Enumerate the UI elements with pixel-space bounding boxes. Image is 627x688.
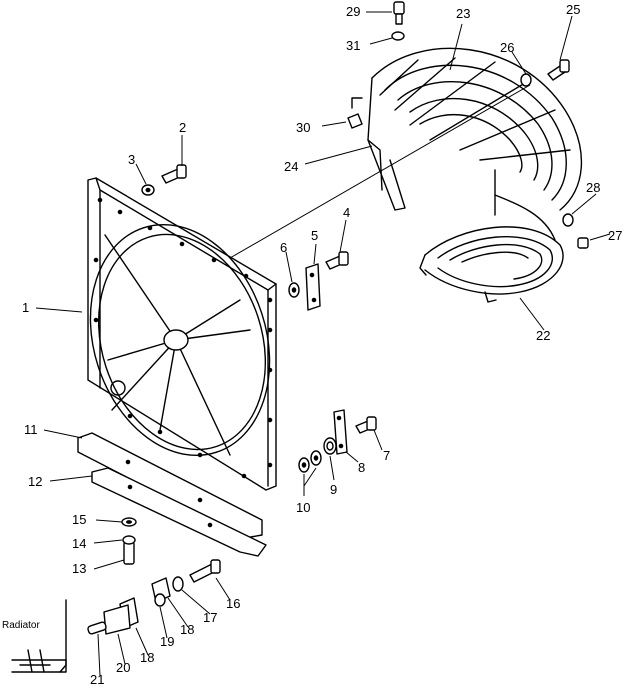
callout-23: 23: [456, 6, 470, 21]
assembly-line: [229, 84, 531, 259]
callout-21: 21: [90, 672, 104, 687]
lower-bracket-11: [77, 432, 263, 539]
callout-15: 15: [72, 512, 86, 527]
callout-18b: 18: [140, 650, 154, 665]
callout-25: 25: [566, 2, 580, 17]
callout-4: 4: [343, 205, 350, 220]
radiator-corner: [11, 599, 67, 673]
fan-guard-lower: [419, 169, 564, 303]
callout-27: 27: [608, 228, 622, 243]
callout-19: 19: [160, 634, 174, 649]
callout-3: 3: [128, 152, 135, 167]
callout-12: 12: [28, 474, 42, 489]
callout-8: 8: [358, 460, 365, 475]
callout-16: 16: [226, 596, 240, 611]
callout-13: 13: [72, 561, 86, 576]
callout-1: 1: [22, 300, 29, 315]
callout-30: 30: [296, 120, 310, 135]
callout-24: 24: [284, 159, 298, 174]
fan-guard-upper: [367, 47, 583, 211]
callout-17: 17: [203, 610, 217, 625]
fan-shroud-frame: [87, 177, 277, 491]
hardware-parts: [87, 1, 589, 635]
callout-31: 31: [346, 38, 360, 53]
callout-2: 2: [179, 120, 186, 135]
leader-lines: [35, 11, 611, 677]
callout-22: 22: [536, 328, 550, 343]
callout-11: 11: [24, 422, 38, 437]
callout-28: 28: [586, 180, 600, 195]
callout-10: 10: [296, 500, 310, 515]
callout-6: 6: [280, 240, 287, 255]
lower-bracket-12: [91, 467, 267, 557]
callout-18a: 18: [180, 622, 194, 637]
callout-9: 9: [330, 482, 337, 497]
callout-29: 29: [346, 4, 360, 19]
callout-5: 5: [311, 228, 318, 243]
radiator-label: Radiator: [2, 620, 40, 631]
callout-26: 26: [500, 40, 514, 55]
callout-14: 14: [72, 536, 86, 551]
callout-20: 20: [116, 660, 130, 675]
callout-7: 7: [383, 448, 390, 463]
